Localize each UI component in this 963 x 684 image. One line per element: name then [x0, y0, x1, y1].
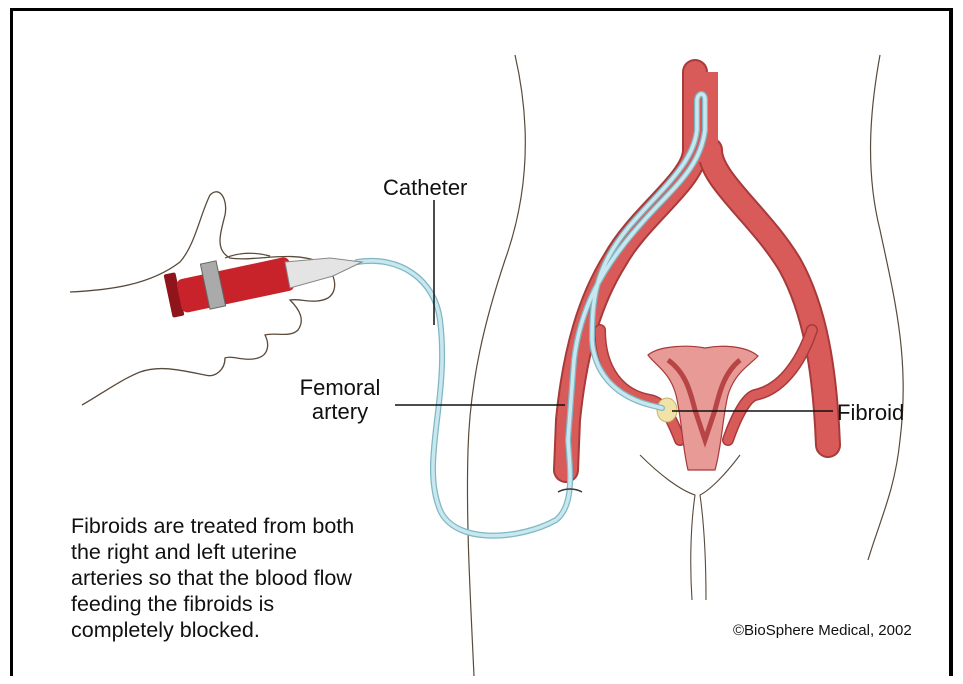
caption-line-4: feeding the fibroids is	[71, 591, 451, 617]
body-outline-left	[467, 55, 525, 676]
caption-line-1: Fibroids are treated from both	[71, 513, 451, 539]
catheter-label: Catheter	[383, 176, 467, 200]
caption-line-5: completely blocked.	[71, 617, 451, 643]
femoral-label-line1: Femoral	[290, 376, 390, 400]
copyright-notice: ©BioSphere Medical, 2002	[733, 622, 912, 639]
caption-line-2: the right and left uterine	[71, 539, 451, 565]
catheter-tube	[357, 94, 705, 536]
femoral-label-line2: artery	[290, 400, 390, 424]
groin-left	[640, 455, 695, 600]
caption: Fibroids are treated from both the right…	[71, 513, 451, 643]
femoral-artery-label: Femoral artery	[290, 376, 390, 424]
groin-right	[700, 455, 740, 600]
fibroid-label: Fibroid	[837, 401, 904, 425]
body-outline-right	[868, 55, 903, 560]
caption-line-3: arteries so that the blood flow	[71, 565, 451, 591]
